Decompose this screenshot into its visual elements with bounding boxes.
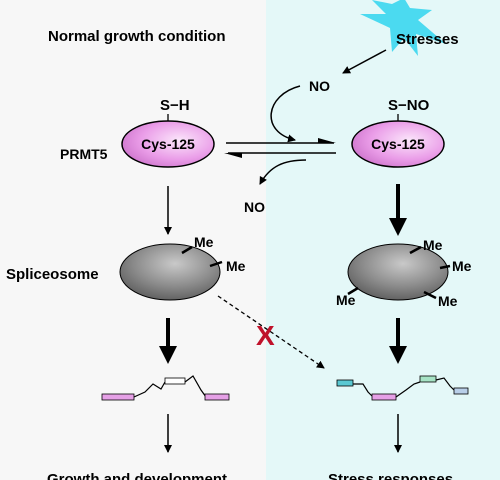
- stress-outcome-label: Stress responses: [328, 471, 453, 480]
- methyl-mark: Me: [438, 293, 458, 309]
- blocked-pathway-arrow: [217, 295, 325, 369]
- spliceosome-label: Spliceosome: [6, 266, 99, 283]
- stress-panel: [266, 0, 500, 480]
- prmt5-label: PRMT5: [60, 146, 108, 162]
- thiol-label: S−H: [160, 97, 190, 114]
- prmt5-enzyme-normal: S−H Cys-125: [121, 97, 215, 168]
- equilibrium-arrows: [224, 138, 336, 185]
- cys125-right-label: Cys-125: [371, 136, 425, 152]
- cys125-left-label: Cys-125: [141, 136, 195, 152]
- nitrosothiol-label: S−NO: [388, 97, 430, 114]
- spliceosome-normal: Me Me: [119, 234, 246, 301]
- right-splicing-arrow: [389, 318, 407, 364]
- right-methylation-arrow: [389, 184, 407, 236]
- stress-splicing-transcript: [336, 375, 469, 401]
- left-splicing-arrow: [159, 318, 177, 364]
- methyl-mark: Me: [452, 258, 472, 274]
- stress-to-no-arrow: [342, 49, 387, 74]
- prmt5-enzyme-nitrosylated: S−NO Cys-125: [351, 97, 445, 168]
- methyl-mark: Me: [336, 292, 356, 308]
- x-mark-icon: X: [256, 320, 275, 351]
- no-released-label: NO: [244, 199, 265, 215]
- no-input-label: NO: [309, 78, 330, 94]
- normal-panel: [0, 0, 266, 480]
- methyl-mark: Me: [423, 237, 443, 253]
- methyl-mark: Me: [194, 234, 214, 250]
- methyl-mark: Me: [226, 258, 246, 274]
- starburst-icon: [360, 0, 446, 56]
- no-entry-curve: [270, 85, 301, 143]
- spliceosome-stress: Me Me Me Me: [336, 237, 472, 309]
- normal-condition-heading: Normal growth condition: [48, 28, 226, 45]
- normal-splicing-transcript: [101, 375, 230, 401]
- stresses-heading: Stresses: [396, 31, 459, 48]
- growth-outcome-label: Growth and development: [47, 471, 227, 480]
